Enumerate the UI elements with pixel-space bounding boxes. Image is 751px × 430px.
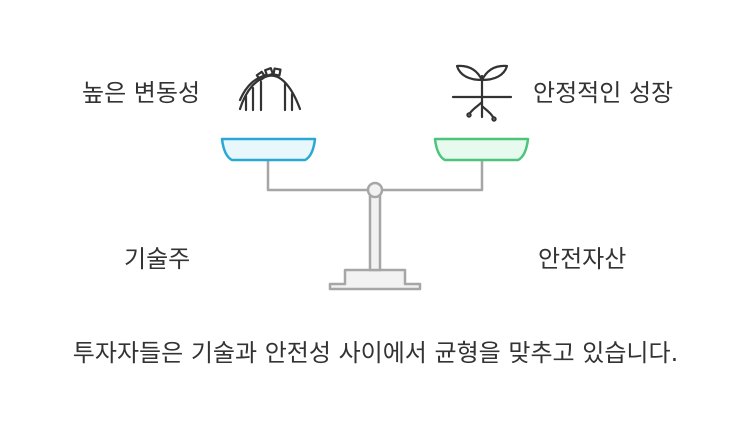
tech-stocks-label: 기술주	[124, 245, 191, 273]
safe-assets-label: 안전자산	[538, 245, 627, 273]
right-pan	[433, 137, 530, 162]
stable-growth-label: 안정적인 성장	[533, 79, 674, 107]
scale-post	[368, 194, 382, 272]
left-pan	[220, 137, 317, 162]
scale-base	[328, 268, 422, 291]
caption-text: 투자자들은 기술과 안전성 사이에서 균형을 맞추고 있습니다.	[72, 339, 679, 367]
roller-coaster-icon	[238, 67, 302, 112]
high-volatility-label: 높은 변동성	[82, 79, 201, 107]
sprout-icon	[451, 64, 513, 122]
scale-pivot	[366, 181, 384, 199]
